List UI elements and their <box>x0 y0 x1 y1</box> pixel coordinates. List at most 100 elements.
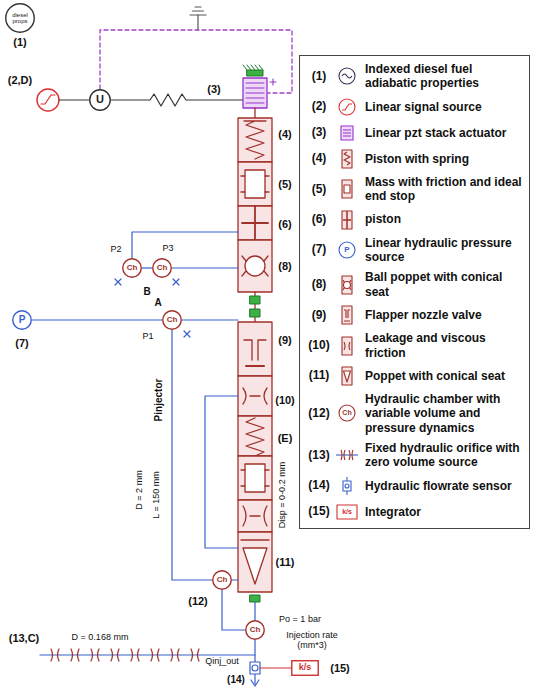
legend-icon <box>334 275 360 295</box>
legend-icon <box>334 476 360 496</box>
legend-text: Mass with friction and ideal end stop <box>365 175 525 204</box>
legend-row: (8)Ball poppet with conical seat <box>300 267 529 302</box>
node-label: Ch <box>217 576 228 584</box>
legend-text: Indexed diesel fuel adiabatic properties <box>365 62 525 91</box>
callout-number: (11) <box>304 369 334 382</box>
legend-icon-drawing <box>339 242 355 258</box>
hydraulic-connector <box>222 590 245 630</box>
legend-icon-slot <box>334 123 360 143</box>
legend-number-slot: (12) <box>304 407 334 420</box>
legend-icon-slot <box>334 476 360 496</box>
callout-number: (10) <box>274 394 296 406</box>
callout-number: (3) <box>206 83 221 95</box>
legend-icon-slot: Ch <box>334 403 360 423</box>
legend-icon-slot <box>334 275 360 295</box>
callout-number: (15) <box>304 505 334 518</box>
callout-number: (14) <box>304 479 334 492</box>
callout-number: (2,D) <box>7 74 33 86</box>
legend-text: Integrator <box>365 505 525 519</box>
stiffness-spring <box>111 94 243 106</box>
node-label: P <box>19 315 26 326</box>
legend-icon <box>334 66 360 86</box>
signal-name: Qinj_out <box>204 657 240 667</box>
callout-number: (2) <box>304 100 334 113</box>
legend-number-slot: (7) <box>304 243 334 256</box>
callout-number: (4) <box>304 152 334 165</box>
legend-icon-drawing <box>339 405 355 421</box>
hydraulic-connector <box>32 319 162 320</box>
legend-icon-slot <box>334 149 360 169</box>
signal-source-symbol <box>37 89 59 111</box>
legend-icon-drawing <box>337 505 357 519</box>
legend-row: (9)Flapper nozzle valve <box>300 302 529 328</box>
hydraulic-chamber: Ch <box>245 620 265 640</box>
legend-number-slot: (13) <box>304 449 334 462</box>
legend-number-slot: (6) <box>304 213 334 226</box>
legend-icon-drawing <box>342 180 352 198</box>
legend-text: Hydraulic flowrate sensor <box>365 479 525 493</box>
legend-row: (11)Poppet with conical seat <box>300 363 529 389</box>
callout-number: (9) <box>277 334 292 346</box>
legend-box: (1)Indexed diesel fuel adiabatic propert… <box>299 55 530 529</box>
legend-number-slot: (10) <box>304 339 334 352</box>
legend-icon-slot: P <box>334 240 360 260</box>
dimension-label: D = 2 mm <box>135 469 145 510</box>
hydraulic-chamber: Ch <box>212 570 232 590</box>
signal-wire <box>59 99 89 100</box>
callout-number: (E) <box>277 432 294 444</box>
legend-icon <box>334 123 360 143</box>
legend-text: Leakage and viscous friction <box>365 331 525 360</box>
callout-number: (6) <box>277 218 292 230</box>
legend-row: (12) Ch Hydraulic chamber with variable vo… <box>300 389 529 438</box>
callout-number: (9) <box>304 309 334 322</box>
pressure-name: P3 <box>161 244 174 254</box>
legend-text: Hydraulic chamber with variable volume a… <box>365 392 525 435</box>
legend-row: (5) Mass with friction and ideal end stop <box>300 172 529 207</box>
legend-text: Linear pzt stack actuator <box>365 126 525 140</box>
legend-icon <box>334 336 360 356</box>
legend-icon-drawing <box>339 99 355 115</box>
callout-number: (8) <box>277 260 292 272</box>
legend-row: (14) Hydraulic flowrate sensor <box>300 473 529 499</box>
icon-letter: Ch <box>342 410 351 418</box>
legend-row: (15) k/s Integrator <box>300 499 529 525</box>
legend-icon-drawing <box>342 367 352 385</box>
dimension-label: Disp = 0-0.2 mm <box>278 461 288 529</box>
legend-icon-drawing <box>343 477 351 495</box>
legend-icon <box>334 305 360 325</box>
callout-number: (12) <box>304 407 334 420</box>
callout-number: (1) <box>12 36 27 48</box>
legend-row: (6) piston <box>300 207 529 233</box>
legend-number-slot: (15) <box>304 505 334 518</box>
legend-text: Fixed hydraulic orifice with zero volume… <box>365 441 525 470</box>
legend-icon-drawing <box>339 68 355 84</box>
legend-icon-slot: k/s <box>334 502 360 522</box>
callout-number: (13,C) <box>8 632 41 644</box>
icon-letter: k/s <box>342 508 352 516</box>
legend-icon-slot <box>334 336 360 356</box>
legend-icon-slot <box>334 179 360 199</box>
callout-number: (12) <box>187 595 209 607</box>
legend-row: (3)Linear pzt stack actuator <box>300 120 529 146</box>
legend-number-slot: (11) <box>304 369 334 382</box>
legend-text: Linear hydraulic pressure source <box>365 236 525 265</box>
legend-icon-slot <box>334 305 360 325</box>
hydraulic-connector <box>142 267 152 268</box>
legend-number-slot: (5) <box>304 183 334 196</box>
injector-body <box>238 118 272 602</box>
callout-number: (13) <box>304 449 334 462</box>
legend-row: (13) Fixed hydraulic orifice with zero vo… <box>300 438 529 473</box>
legend-icon <box>334 179 360 199</box>
part-letter: B <box>142 286 151 297</box>
legend-text: piston <box>365 212 525 226</box>
node-label: k/s <box>299 663 312 672</box>
node-label: Ch <box>250 626 261 634</box>
legend-row: (10) Leakage and viscous friction <box>300 328 529 363</box>
pressure-name: P2 <box>109 245 122 255</box>
hydraulic-connector <box>172 330 212 580</box>
fluid-properties-icon: diesel props <box>5 3 35 33</box>
hydraulic-chamber: Ch <box>122 258 142 278</box>
callout-number: (10) <box>304 339 334 352</box>
callout-number: (14) <box>226 674 246 685</box>
